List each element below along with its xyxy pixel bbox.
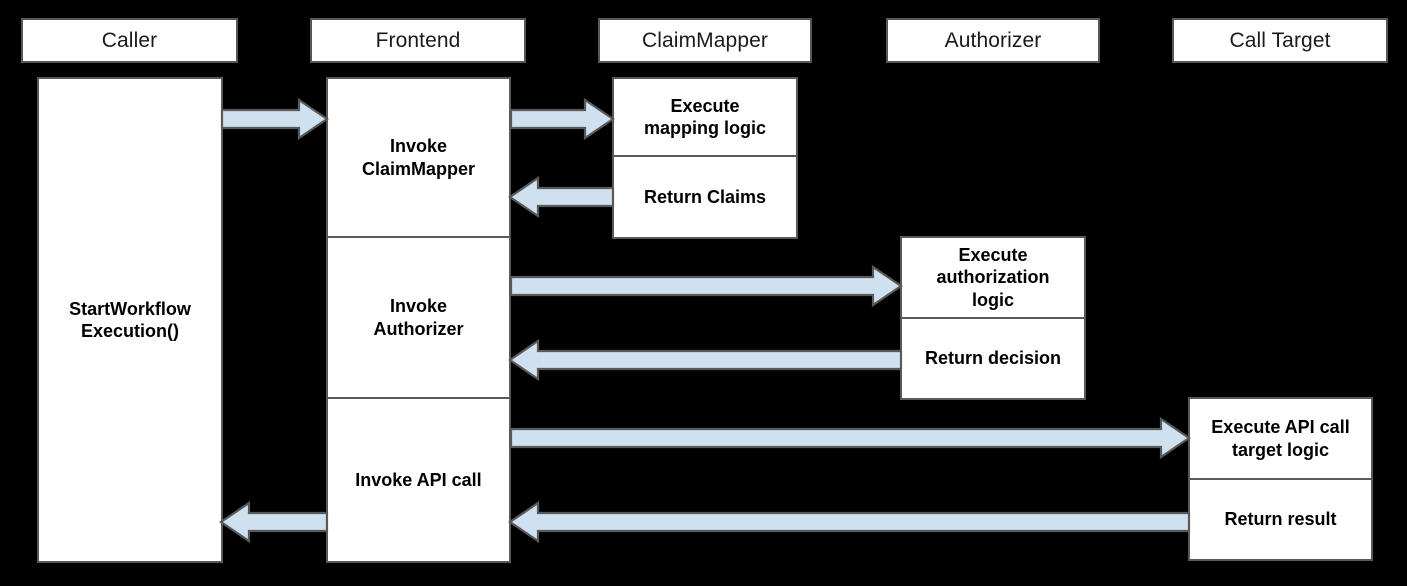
activation-authorizer-return: Return decision <box>900 318 1086 400</box>
activation-label-authorizer-return: Return decision <box>924 348 1062 369</box>
activation-claimmapper-return: Return Claims <box>612 156 798 239</box>
activation-label-calltarget-return: Return result <box>1224 509 1337 530</box>
lifeline-header-caller: Caller <box>21 18 238 63</box>
activation-frontend-invoke-claimmapper: Invoke ClaimMapper <box>326 77 511 237</box>
activation-label-claimmapper-return: Return Claims <box>643 186 767 207</box>
arrow-frontend-to-calltarget <box>509 416 1191 460</box>
activation-label-claimmapper-execute: Execute mapping logic <box>643 95 766 139</box>
activation-frontend-invoke-api-call: Invoke API call <box>326 398 511 563</box>
arrow-frontend-to-claimmapper <box>509 97 615 141</box>
activation-label-frontend-invoke-authorizer: Invoke Authorizer <box>373 296 464 339</box>
lifeline-header-claimmapper: ClaimMapper <box>598 18 812 63</box>
lifeline-header-authorizer: Authorizer <box>886 18 1100 63</box>
arrow-authorizer-to-frontend <box>508 338 903 382</box>
arrow-frontend-to-caller <box>219 500 329 544</box>
activation-caller-start-workflow: StartWorkflow Execution() <box>37 77 223 563</box>
lifeline-label-calltarget: Call Target <box>1229 29 1331 52</box>
arrow-caller-to-frontend <box>220 97 329 141</box>
activation-calltarget-execute: Execute API call target logic <box>1188 397 1373 479</box>
arrow-frontend-to-authorizer <box>509 264 903 308</box>
lifeline-header-frontend: Frontend <box>310 18 526 63</box>
lifeline-label-authorizer: Authorizer <box>944 29 1042 52</box>
activation-frontend-invoke-authorizer: Invoke Authorizer <box>326 237 511 398</box>
activation-claimmapper-execute: Execute mapping logic <box>612 77 798 156</box>
lifeline-label-claimmapper: ClaimMapper <box>642 29 768 52</box>
arrow-calltarget-to-frontend <box>508 500 1191 544</box>
activation-label-calltarget-execute: Execute API call target logic <box>1211 417 1350 460</box>
activation-label-authorizer-execute: Execute authorization logic <box>936 244 1050 310</box>
lifeline-label-caller: Caller <box>101 29 158 52</box>
lifeline-header-calltarget: Call Target <box>1172 18 1388 63</box>
activation-calltarget-return: Return result <box>1188 479 1373 561</box>
activation-label-frontend-invoke-api-call: Invoke API call <box>355 469 482 490</box>
lifeline-label-frontend: Frontend <box>375 29 461 52</box>
activation-label-frontend-invoke-claimmapper: Invoke ClaimMapper <box>361 136 476 179</box>
arrow-claimmapper-to-frontend <box>508 175 615 219</box>
activation-label-caller-start-workflow: StartWorkflow Execution() <box>69 298 191 342</box>
activation-authorizer-execute: Execute authorization logic <box>900 236 1086 318</box>
